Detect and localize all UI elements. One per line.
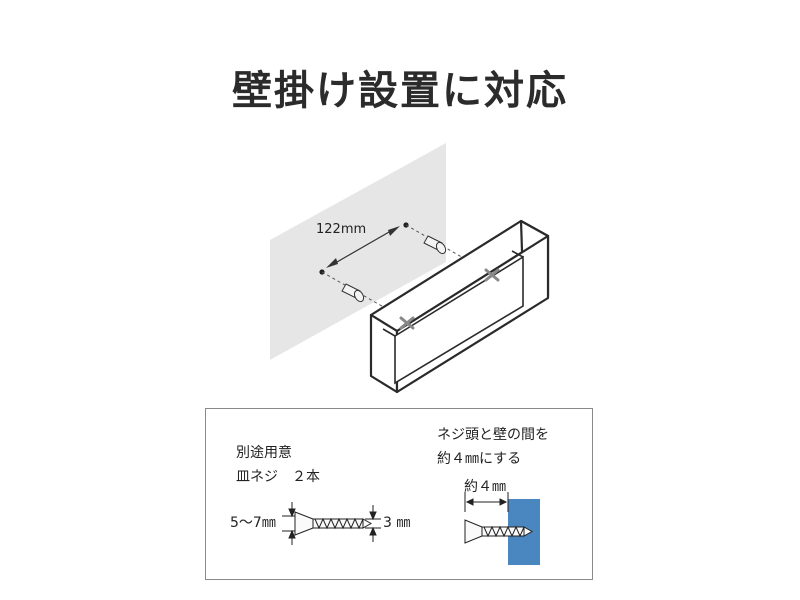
frame-opening (382, 250, 524, 385)
mount-hole-right-icon (484, 268, 500, 282)
countersunk-screw-drawing (282, 502, 381, 545)
mount-hole-left-icon (399, 316, 415, 330)
gap-label: 約４㎜ (464, 479, 506, 495)
spacing-dimension-line (326, 226, 400, 268)
screw-left-icon (341, 283, 365, 303)
screw-right-icon (423, 235, 447, 255)
spacing-label: 122mm (316, 222, 367, 237)
shaft-size-label: 3 ㎜ (383, 515, 411, 531)
screw-spec-panel (205, 408, 593, 580)
wall-plane (270, 143, 446, 360)
head-size-label: 5～7㎜ (230, 515, 276, 531)
page-title: 壁掛け設置に対応 (232, 68, 568, 114)
mounted-screw-drawing (464, 519, 534, 544)
gap-note-line2: 約４㎜にする (437, 451, 522, 467)
gap-note-line1: ネジ頭と壁の間を (437, 427, 549, 443)
gap-dimension (464, 492, 509, 512)
screw-note-line2: 皿ネジ ２本 (236, 469, 320, 485)
screw-note-line1: 別途用意 (236, 445, 292, 461)
